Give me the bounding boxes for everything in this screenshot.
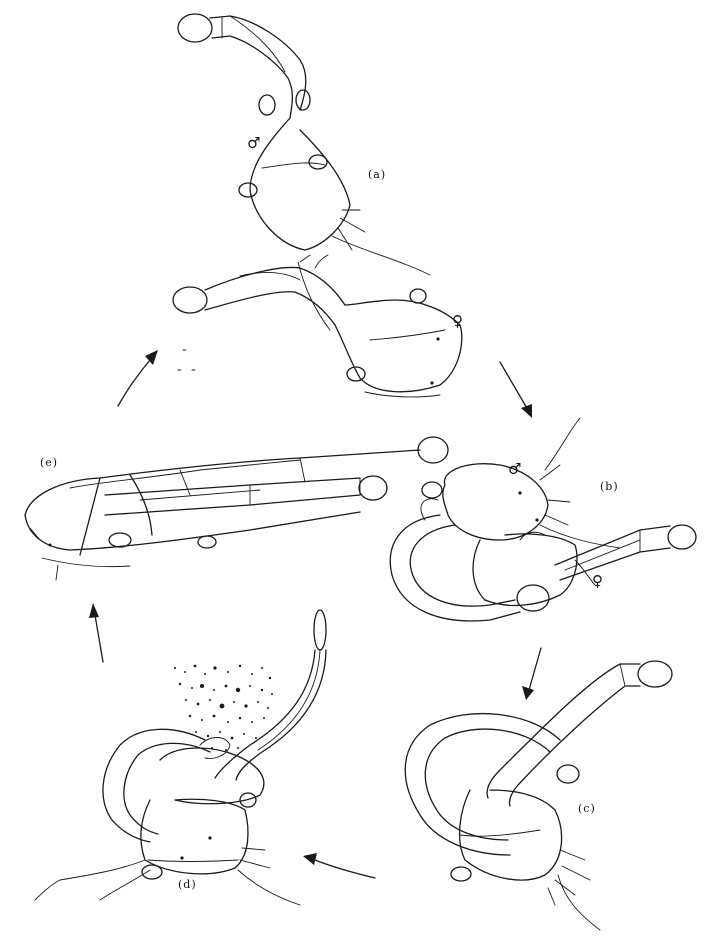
male-animal-a — [178, 14, 430, 275]
arrow-a-to-b — [500, 362, 532, 418]
male-animal-b — [422, 418, 620, 548]
panel-label-b: (b) — [600, 480, 619, 493]
female-animal-b — [390, 499, 696, 621]
arrow-b-to-c — [522, 648, 541, 700]
female-symbol-a: ♀ — [452, 312, 463, 330]
arrow-c-to-d — [303, 853, 375, 878]
panel-label-e: (e) — [40, 456, 58, 469]
arrow-e-to-a — [118, 350, 158, 406]
panel-e: (e) — [25, 437, 448, 580]
sperm-cloud-d — [174, 665, 273, 751]
panel-label-a: (a) — [368, 168, 386, 181]
female-symbol-b: ♀ — [592, 572, 603, 590]
panel-a: (a) ♂ ♀ — [173, 14, 463, 397]
female-animal-a — [173, 255, 462, 397]
panel-label-d: (d) — [178, 878, 197, 891]
panel-c: (c) — [405, 661, 672, 930]
panel-label-c: (c) — [578, 802, 596, 815]
male-symbol-b: ♂ — [508, 460, 521, 478]
male-symbol-a: ♂ — [247, 134, 260, 152]
arrow-d-to-e — [89, 603, 103, 662]
panel-d: (d) — [35, 610, 326, 905]
panel-b: (b) ♂ ♀ — [390, 418, 696, 621]
